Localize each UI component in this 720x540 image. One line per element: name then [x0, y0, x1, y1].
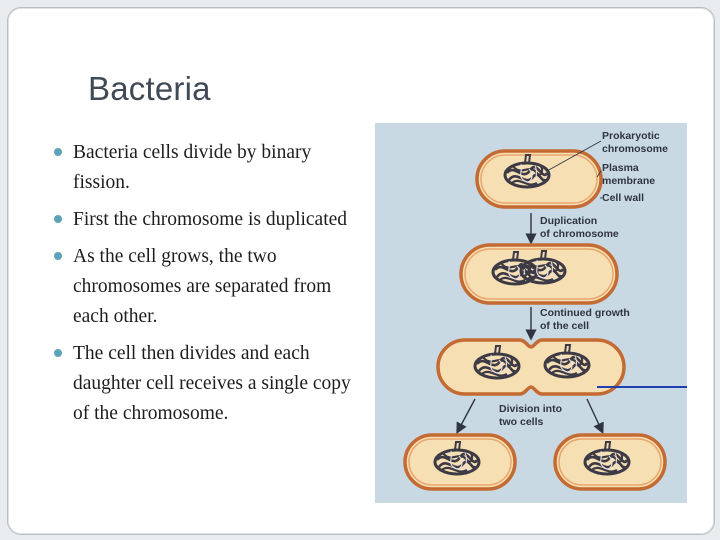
label-cell-wall: Cell wall: [602, 192, 644, 204]
cell-3-dividing: [436, 338, 626, 396]
label-of-the-cell: of the cell: [540, 320, 589, 332]
bullet-item: The cell then divides and each daughter …: [52, 339, 364, 429]
bullet-icon: [54, 349, 62, 357]
bullet-text: The cell then divides and each daughter …: [73, 343, 351, 424]
label-prokaryotic: Prokaryotic: [602, 130, 660, 142]
binary-fission-diagram: Prokaryotic chromosome Plasma membrane C…: [403, 130, 687, 491]
label-duplication: Duplication: [540, 215, 597, 227]
bullet-icon: [54, 215, 62, 223]
bullet-item: First the chromosome is duplicated: [52, 205, 364, 235]
bullet-list: Bacteria cells divide by binary fission.…: [52, 138, 364, 436]
bullet-icon: [54, 148, 62, 156]
arrow-left-down: [456, 398, 476, 434]
bullet-text: First the chromosome is duplicated: [73, 209, 348, 230]
label-membrane: membrane: [602, 175, 655, 187]
slide-title: Bacteria: [88, 70, 211, 107]
cell-1: [475, 149, 603, 209]
arrow-right-down: [586, 398, 604, 435]
label-of-chromosome: of chromosome: [540, 228, 619, 240]
bullet-item: Bacteria cells divide by binary fission.: [52, 138, 364, 198]
daughter-cell-right: [553, 433, 667, 491]
bullet-icon: [54, 252, 62, 260]
bullet-text: Bacteria cells divide by binary fission.: [73, 142, 312, 193]
label-continued-growth: Continued growth: [540, 307, 630, 319]
binary-fission-figure: Prokaryotic chromosome Plasma membrane C…: [375, 123, 687, 503]
label-chromosome: chromosome: [602, 143, 668, 155]
label-division: Division into: [499, 403, 562, 415]
label-two-cells: two cells: [499, 416, 544, 428]
label-plasma: Plasma: [602, 162, 639, 174]
bullet-item: As the cell grows, the two chromosomes a…: [52, 242, 364, 332]
daughter-cell-left: [403, 433, 517, 491]
bullet-text: As the cell grows, the two chromosomes a…: [73, 246, 332, 327]
